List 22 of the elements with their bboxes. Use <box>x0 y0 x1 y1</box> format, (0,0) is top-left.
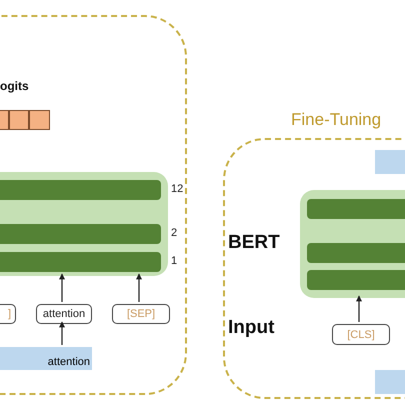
encoder-layer-bar <box>307 270 405 290</box>
side-label: ogits <box>0 79 29 93</box>
arrow <box>136 273 142 302</box>
token-box: [SEP] <box>112 304 170 324</box>
encoder-layer-bar <box>307 243 405 263</box>
arrow <box>356 295 362 322</box>
band-label: attention <box>48 356 90 368</box>
side-label: Input <box>228 317 274 339</box>
encoder-stack <box>300 190 405 298</box>
arrow <box>59 321 65 345</box>
panel-title: Fine-Tuning <box>291 110 382 130</box>
token-box: [CLS] <box>332 324 390 345</box>
layer-number: 1 <box>171 255 178 267</box>
side-label: BERT <box>228 232 280 254</box>
layer-number: 2 <box>171 227 178 239</box>
arrow <box>59 273 65 302</box>
token-box: ] <box>0 304 16 324</box>
layer-number: 12 <box>171 183 184 195</box>
logit-cell <box>29 110 50 130</box>
encoder-layer-bar <box>307 199 405 219</box>
logit-cell <box>9 110 29 130</box>
token-box: attention <box>36 304 92 324</box>
